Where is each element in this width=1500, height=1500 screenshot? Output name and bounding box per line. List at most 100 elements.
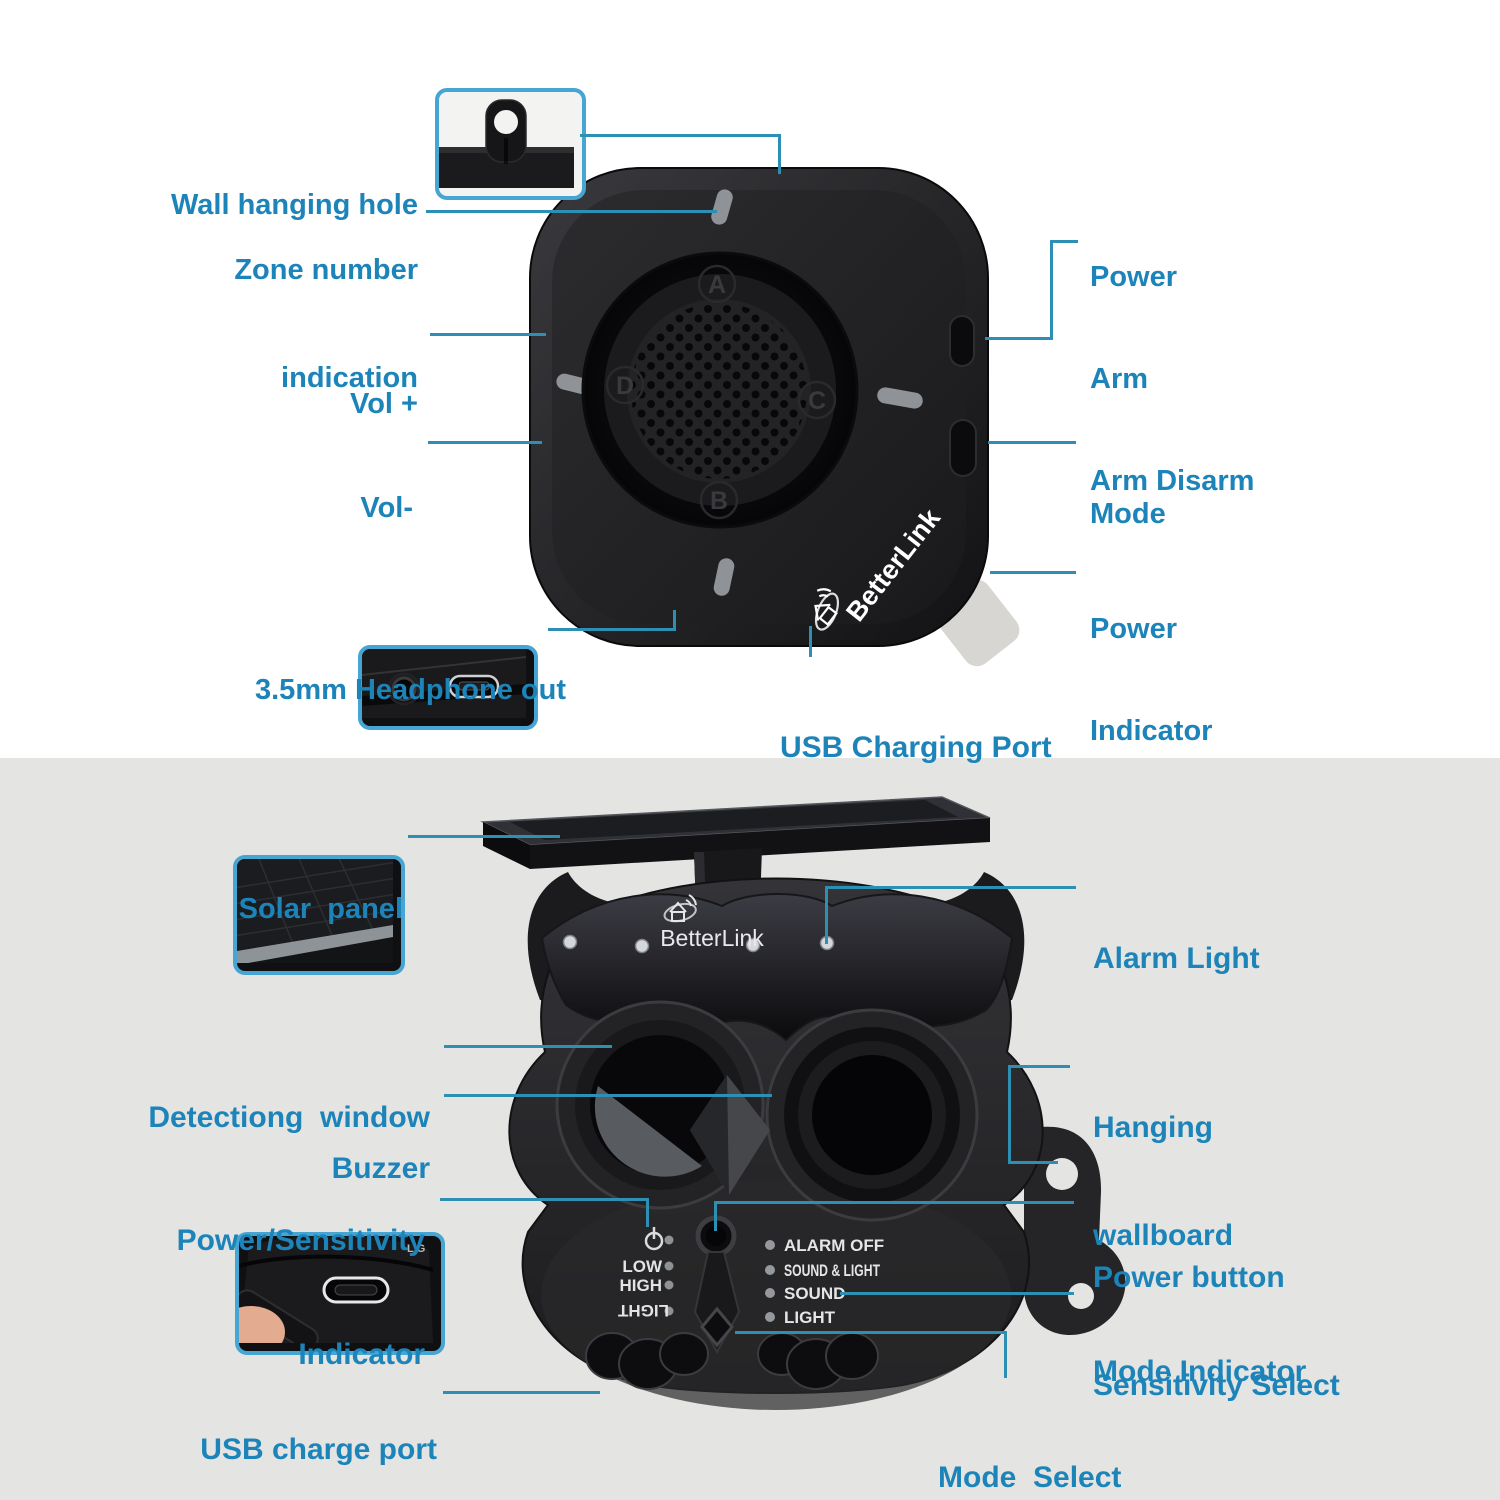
- sensitivity-led-low: [664, 1261, 674, 1271]
- callout-line: [1008, 1065, 1070, 1068]
- callout-line: [428, 441, 542, 444]
- usb-charge-port-inset: LIG: [235, 1232, 445, 1355]
- panel-text-light: LIGHT: [784, 1308, 836, 1327]
- label-detecting-window: Detectiong window: [148, 1101, 430, 1134]
- label-wall-hanging-hole: Wall hanging hole: [170, 189, 418, 221]
- callout-line: [825, 886, 1076, 889]
- mode-side-button: [949, 419, 977, 477]
- alarm-light-led-1: [562, 934, 578, 950]
- panel-text-sound-and-light: SOUND & LIGHT: [784, 1261, 880, 1280]
- wallboard-hook-gap: [1068, 1283, 1094, 1309]
- mode-select-diamond: [700, 1306, 734, 1348]
- panel-text-high: HIGH: [620, 1276, 663, 1295]
- callout-line: [1050, 240, 1078, 243]
- callout-line: [1004, 1331, 1007, 1378]
- sensitivity-led-high: [664, 1280, 674, 1290]
- zone-letter-c: C: [808, 387, 826, 415]
- hanging-hole: [494, 110, 518, 134]
- zone-indicator-top: [711, 189, 733, 225]
- label-mode: Mode: [1090, 498, 1166, 530]
- callout-line: [580, 134, 781, 137]
- callout-line: [985, 337, 1053, 340]
- callout-line: [809, 626, 812, 657]
- callout-line: [988, 441, 1076, 444]
- pir-lens-highlight: [594, 1086, 702, 1177]
- callout-line: [1008, 1065, 1011, 1164]
- inset-partial-print: LIG: [407, 1243, 425, 1255]
- callout-line: [443, 1391, 600, 1394]
- mode-led-light: [765, 1312, 775, 1322]
- owl-device: BetterLink: [480, 796, 1126, 1410]
- owl-foot-right: [757, 1332, 879, 1390]
- owl-beak: [690, 1075, 770, 1195]
- zone-indicator-right: [877, 387, 923, 409]
- mode-led-sound: [765, 1288, 775, 1298]
- mode-led-alarm-off: [765, 1240, 775, 1250]
- label-power-indicator: Power Indicator: [1090, 613, 1213, 747]
- callout-line: [440, 1198, 649, 1201]
- label-headphone-out: 3.5mm Headphone out: [255, 674, 566, 706]
- solar-panel-edge: [237, 925, 393, 963]
- callout-line: [444, 1094, 772, 1097]
- label-mode-select: Mode Select: [938, 1461, 1122, 1494]
- label-usb-charge-port: USB charge port and Silicone cover: [200, 1433, 437, 1466]
- arm-disarm-side-button: [949, 315, 975, 367]
- mode-select-button: [693, 1251, 741, 1355]
- panel-text-sound: SOUND: [784, 1284, 845, 1303]
- mode-indicator-group: ALARM OFF SOUND & LIGHT SOUND LIGHT: [765, 1236, 884, 1327]
- alarm-light-led-3: [745, 937, 761, 953]
- label-power-sensitivity-indicator: Power/Sensitivity Indicator: [176, 1224, 425, 1371]
- label-vol-minus: Vol-: [360, 492, 413, 524]
- buzzer-eye: [765, 1008, 979, 1222]
- wallboard-hole: [1046, 1158, 1078, 1190]
- owl-foot-left: [585, 1332, 709, 1390]
- callout-line: [990, 571, 1076, 574]
- label-vol-plus: Vol +: [350, 388, 418, 420]
- label-mode-indicator: Mode Indicator: [1093, 1355, 1307, 1388]
- callout-line: [1008, 1161, 1058, 1164]
- label-alarm-light: Alarm Light: [1093, 942, 1260, 975]
- owl-house-icon: [663, 894, 697, 923]
- solar-panel-inset: [233, 855, 405, 975]
- zone-letter-b: B: [710, 487, 728, 515]
- callout-line: [444, 1045, 612, 1048]
- label-usb-charging-port: USB Charging Port: [780, 731, 1052, 764]
- panel-text-light-flipped: LIGHT: [617, 1301, 669, 1320]
- finger: [239, 1306, 285, 1343]
- callout-line: [548, 628, 676, 631]
- panel-text-alarm-off: ALARM OFF: [784, 1236, 884, 1255]
- callout-line: [714, 1201, 717, 1231]
- solar-panel: [480, 796, 991, 869]
- speaker-grille: [581, 251, 859, 529]
- callout-line: [778, 134, 781, 174]
- callout-line: [426, 210, 717, 213]
- alarm-light-led-2: [634, 938, 650, 954]
- callout-line: [430, 333, 546, 336]
- callout-line: [840, 1292, 1074, 1295]
- label-buzzer: Buzzer: [331, 1152, 430, 1185]
- hanging-wallboard: [1023, 1126, 1126, 1336]
- callout-line: [1050, 240, 1053, 340]
- owl-brand-logo: BetterLink: [660, 894, 764, 951]
- receiver-device: A D C B BetterLink: [529, 167, 1020, 667]
- wall-hanging-hole-inset: [435, 88, 586, 200]
- sensitivity-led-power: [664, 1235, 674, 1245]
- sensitivity-led-light: [664, 1306, 674, 1316]
- panel-text-low: LOW: [622, 1257, 663, 1276]
- callout-line: [673, 610, 676, 631]
- callout-line: [714, 1201, 1074, 1204]
- callout-line: [408, 835, 560, 838]
- zone-indicator-bottom: [713, 558, 735, 596]
- brand-house-icon: [814, 588, 840, 631]
- headphone-jack: [391, 676, 417, 702]
- label-power-arm-disarm: Power Arm Arm Disarm: [1090, 261, 1255, 497]
- label-power-button-sensitivity: Power button Sensitivity Select: [1093, 1261, 1340, 1402]
- label-zone-number-indication: Zone number indication: [234, 254, 418, 394]
- mode-led-sound-light: [765, 1265, 775, 1275]
- owl-logo-text: BetterLink: [660, 925, 764, 951]
- zone-letter-d: D: [616, 372, 634, 400]
- label-solar-panel: Solar panel: [238, 893, 403, 925]
- zone-letter-a: A: [708, 271, 726, 299]
